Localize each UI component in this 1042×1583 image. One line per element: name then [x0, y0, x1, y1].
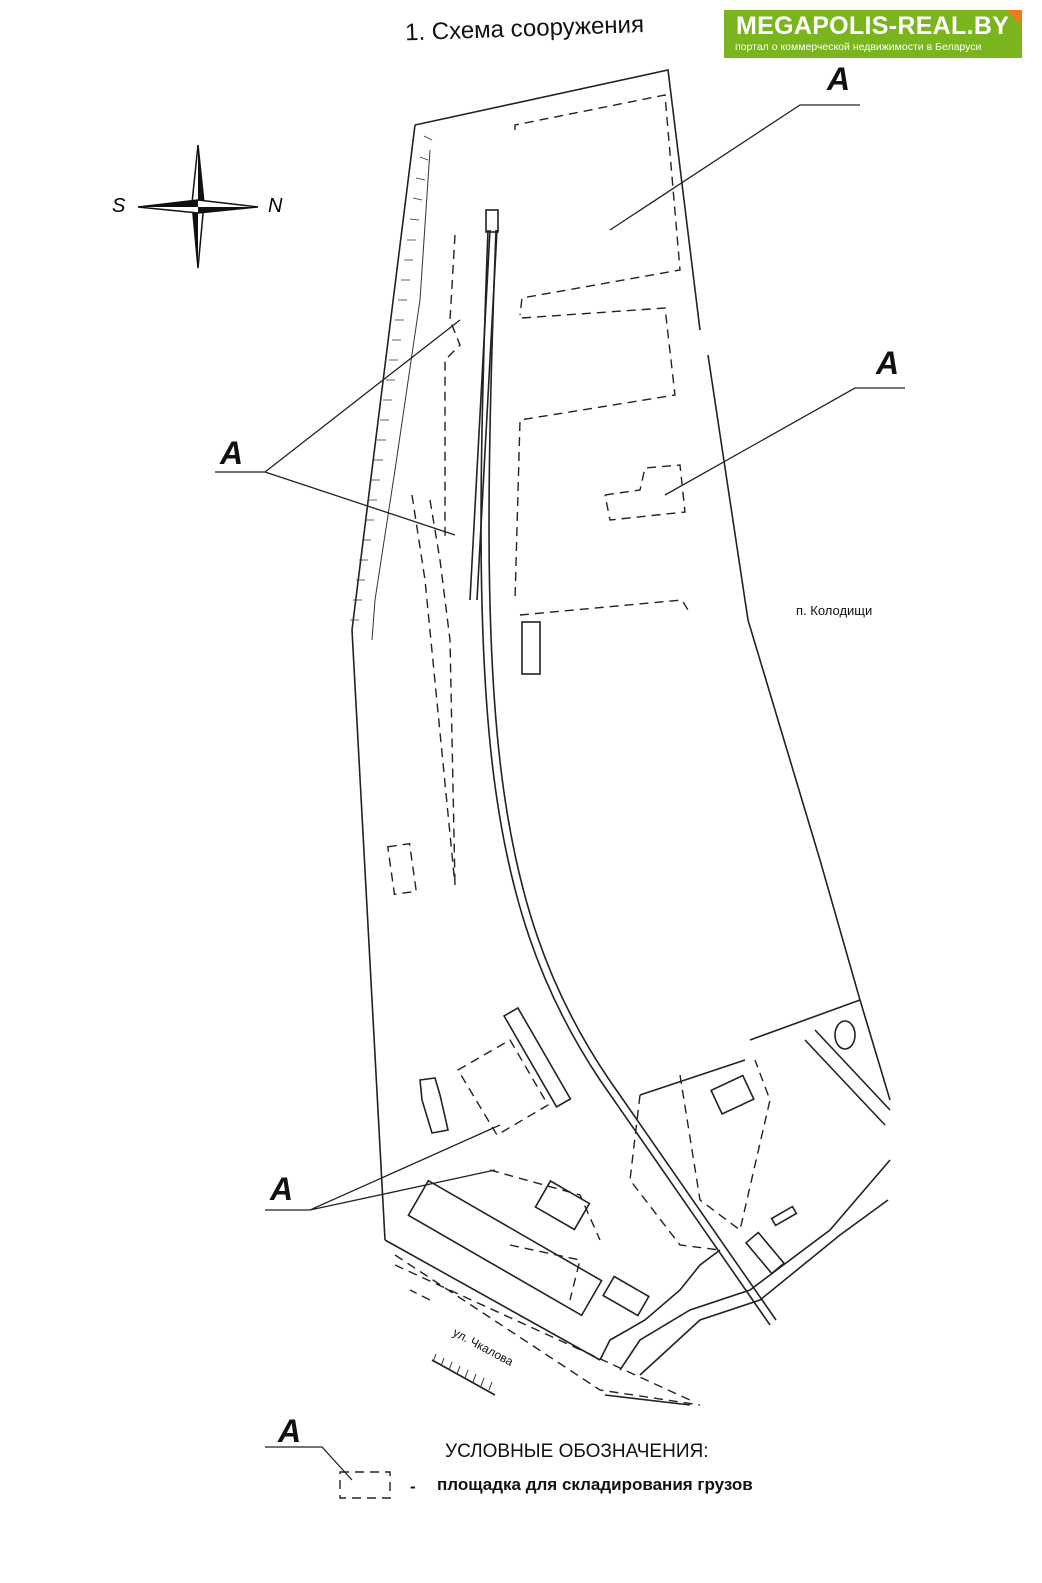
legend-item: площадка для складирования грузов: [437, 1475, 753, 1494]
storage-areas: [386, 94, 771, 1406]
legend-dashed-area-icon: [339, 1471, 391, 1499]
site-boundary: [351, 69, 891, 1241]
plan-title: 1. Схема сооружения: [405, 11, 645, 46]
legend-symbol-label: A: [277, 1413, 301, 1449]
logo-tagline: портал о коммерческой недвижимости в Бел…: [735, 41, 982, 53]
legend-heading: УСЛОВНЫЕ ОБОЗНАЧЕНИЯ:: [445, 1441, 709, 1462]
buildings: [407, 621, 891, 1317]
logo-name: MEGAPOLIS-REAL.BY: [736, 12, 1010, 40]
area-leaders: [215, 104, 905, 1211]
street-label: ул. Чкалова: [451, 1325, 516, 1369]
railway-track: [469, 209, 777, 1326]
slope-hatching: [350, 135, 433, 621]
area-label-a: A: [269, 1171, 293, 1207]
legend: A УСЛОВНЫЕ ОБОЗНАЧЕНИЯ: - площадка для с…: [265, 1413, 753, 1499]
compass-south: S: [112, 195, 126, 217]
megapolis-logo[interactable]: MEGAPOLIS-REAL.BY портал о коммерческой …: [724, 10, 1022, 58]
legend-dash: -: [410, 1477, 416, 1496]
compass-north: N: [268, 195, 283, 217]
area-label-a: A: [875, 345, 899, 381]
village-label: п. Колодищи: [796, 603, 872, 618]
area-label-a: A: [826, 61, 850, 97]
area-label-a: A: [219, 435, 243, 471]
roads: [384, 1159, 891, 1406]
logo-corner-icon: [1006, 10, 1022, 26]
compass-rose-icon: S N: [112, 144, 283, 269]
